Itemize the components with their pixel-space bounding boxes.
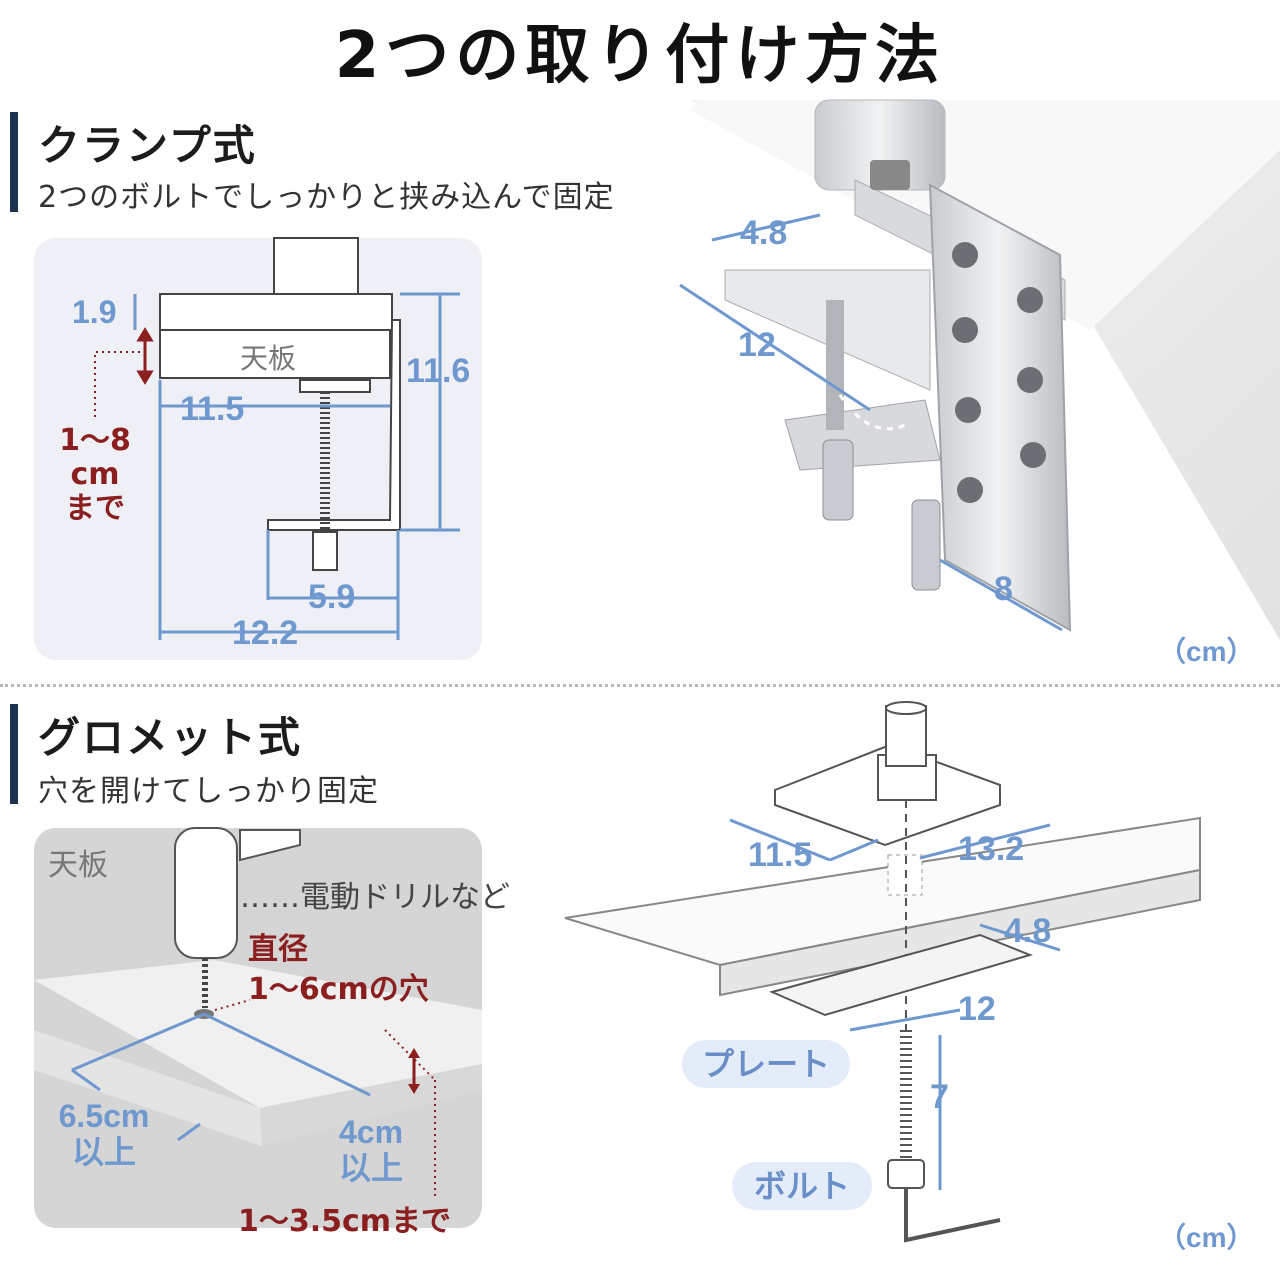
grommet-drill-diagram	[34, 827, 482, 1200]
bolt-label: ボルト	[732, 1162, 872, 1210]
clamp-total-height-label: 11.6	[406, 352, 471, 390]
clamp-photo	[679, 99, 1280, 640]
grommet-desk-label: 天板	[48, 848, 108, 883]
page-title: 2つの取り付け方法	[334, 19, 946, 93]
grommet-margin-b-line-2: 以上	[338, 1150, 403, 1186]
grommet-right-dim-label: 13.2	[958, 830, 1025, 868]
grommet-plate-width-label: 4.8	[1004, 912, 1052, 950]
grommet-drill-label: ……電動ドリルなど	[240, 880, 510, 915]
grommet-plate-length-label: 12	[958, 990, 996, 1028]
clamp-range-line-2: cm	[70, 457, 120, 492]
section-divider	[0, 684, 1280, 687]
clamp-desk-label: 天板	[240, 342, 297, 375]
grommet-margin-a-line-2: 以上	[71, 1134, 136, 1170]
clamp-heading: クランプ式	[38, 121, 257, 170]
section-accent-bar-2	[10, 704, 18, 804]
grommet-margin-a-line-1: 6.5cm	[58, 1098, 150, 1134]
clamp-unit-label: （cm）	[1158, 636, 1255, 667]
clamp-range-line-3: まで	[65, 491, 125, 526]
clamp-photo-length-label: 12	[738, 326, 776, 364]
clamp-subtitle: 2つのボルトでしっかりと挟み込んで固定	[38, 180, 615, 215]
grommet-hole-line-2: 1〜6cmの穴	[248, 972, 429, 1007]
grommet-hole-line-1: 直径	[248, 932, 308, 967]
grommet-unit-label: （cm）	[1158, 1222, 1255, 1253]
clamp-inner-depth-label: 11.5	[180, 390, 245, 428]
clamp-top-thickness-label: 1.9	[72, 294, 117, 330]
clamp-photo-width-label: 4.8	[740, 214, 788, 252]
grommet-margin-a-label: 6.5cm 以上	[44, 1098, 164, 1170]
grommet-thickness-label: 1〜3.5cmまで	[238, 1204, 452, 1239]
grommet-bolt-length-label: 7	[930, 1078, 949, 1116]
grommet-margin-b-line-1: 4cm	[338, 1114, 404, 1150]
plate-label: プレート	[682, 1040, 850, 1088]
clamp-photo-plate-label: 8	[994, 570, 1013, 608]
clamp-diagram	[94, 237, 460, 640]
grommet-left-dim-label: 11.5	[748, 836, 813, 874]
grommet-subtitle: 穴を開けてしっかり固定	[38, 774, 379, 809]
grommet-heading: グロメット式	[38, 713, 303, 762]
section-accent-bar	[10, 112, 18, 212]
clamp-foot-width-label: 5.9	[308, 578, 356, 616]
clamp-range-label: 1〜8 cm まで	[40, 424, 150, 526]
clamp-range-line-1: 1〜8	[59, 423, 131, 458]
clamp-total-depth-label: 12.2	[232, 614, 299, 652]
grommet-margin-b-label: 4cm 以上	[326, 1114, 416, 1186]
grommet-hole-label: 直径 1〜6cmの穴	[248, 930, 429, 1010]
